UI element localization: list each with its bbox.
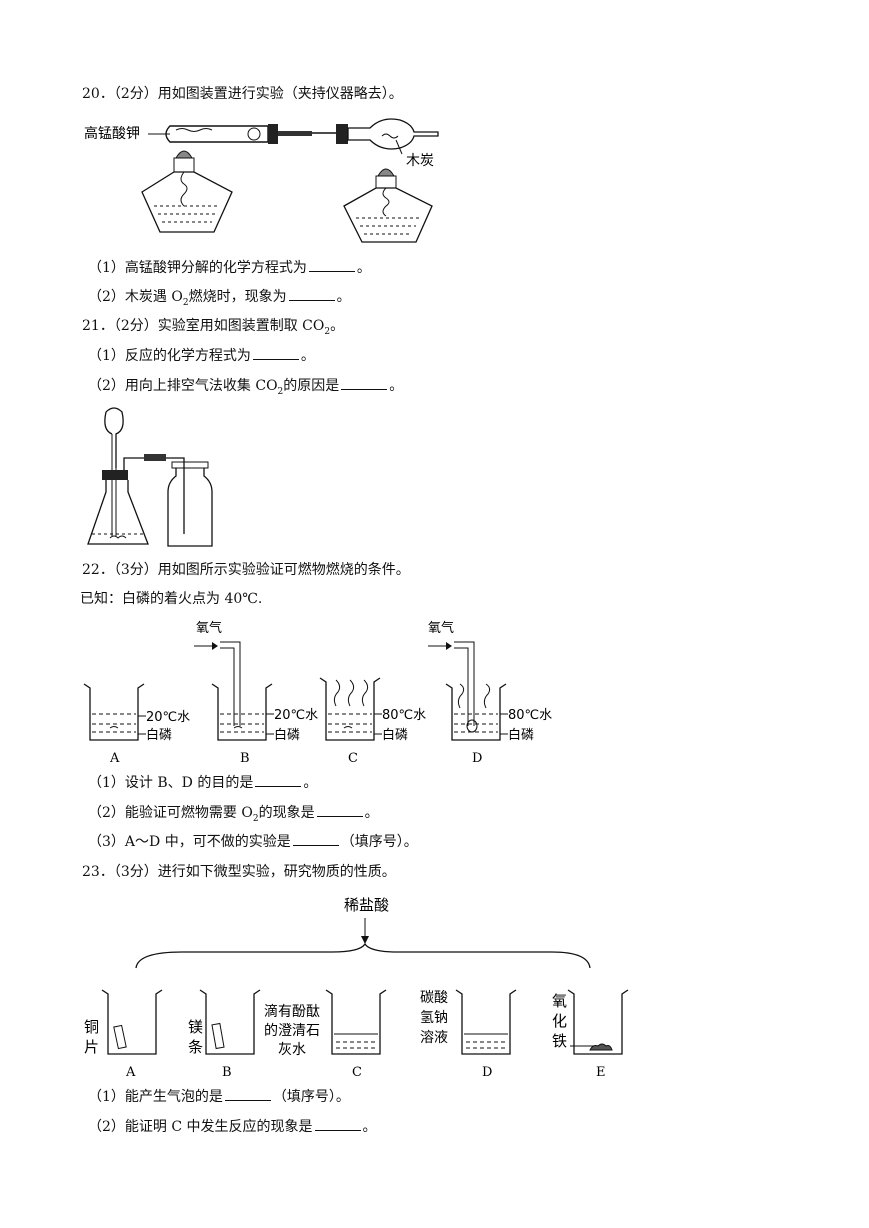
label-iron-oxide: 氧化铁 (552, 992, 567, 1050)
label-oxygen-b: 氧气 (196, 620, 222, 636)
q23-part2: （2）能证明 C 中发生反应的现象是。 (88, 1118, 377, 1135)
q23-micro-experiment-diagram: 稀盐酸 铜片 A 镁条 B 滴有酚酞的澄清石灰水 C 碳酸氢钠溶液 D 氧化铁 … (84, 896, 629, 1080)
q22-beakers-diagram: 20℃水 白磷 A 氧气 20℃水 白磷 B 80℃水 白磷 C 氧气 80℃水… (83, 620, 552, 766)
beaker-caption-b: B (240, 751, 250, 766)
q20-stem: 20．（2分）用如图装置进行实验（夹持仪器略去）。 (82, 86, 403, 102)
label-phosphorus-c: 白磷 (382, 727, 408, 743)
answer-blank[interactable] (224, 1088, 271, 1101)
answer-blank[interactable] (341, 377, 388, 390)
q20-label-charcoal: 木炭 (406, 153, 434, 169)
q20-label-kmno4: 高锰酸钾 (84, 125, 140, 142)
q22-stem: 22．（3分）用如图所示实验验证可燃物燃烧的条件。 (82, 562, 410, 578)
label-oxygen-d: 氧气 (428, 620, 454, 636)
q23-stem: 23．（3分）进行如下微型实验，研究物质的性质。 (82, 864, 396, 880)
label-phosphorus-d: 白磷 (508, 727, 534, 743)
label-water80-c: 80℃水 (382, 708, 426, 723)
q22-known: 已知：白磷的着火点为 40℃. (80, 591, 263, 607)
q21-stem: 21．（2分）实验室用如图装置制取 CO2。 (82, 318, 345, 337)
answer-blank[interactable] (255, 774, 302, 787)
beaker-caption-d: D (482, 1065, 492, 1080)
answer-blank[interactable] (288, 288, 335, 301)
q20-part1: （1）高锰酸钾分解的化学方程式为。 (88, 259, 371, 276)
label-copper: 铜片 (84, 1018, 99, 1056)
label-limewater: 滴有酚酞的澄清石灰水 (264, 1003, 320, 1058)
label-water80-d: 80℃水 (508, 708, 552, 723)
beaker-caption-e: E (596, 1065, 606, 1080)
q23-part1: （1）能产生气泡的是（填序号）。 (88, 1088, 350, 1105)
label-water20-a: 20℃水 (146, 710, 190, 725)
label-magnesium: 镁条 (188, 1018, 203, 1056)
label-water20-b: 20℃水 (274, 708, 318, 723)
q22-part2: （2）能验证可燃物需要 O2的现象是。 (88, 804, 379, 824)
q22-part1: （1）设计 B、D 的目的是。 (88, 774, 318, 791)
beaker-caption-a: A (125, 1065, 136, 1080)
q20-apparatus-diagram: 高锰酸钾 木炭 (84, 118, 439, 243)
answer-blank[interactable] (314, 1118, 361, 1131)
answer-blank[interactable] (308, 259, 355, 272)
q21-part1: （1）反应的化学方程式为。 (88, 347, 315, 364)
beaker-caption-b: B (222, 1065, 232, 1080)
beaker-caption-a: A (109, 751, 120, 766)
beaker-caption-c: C (352, 1065, 362, 1080)
q21-part2: （2）用向上排空气法收集 CO2的原因是。 (88, 377, 404, 397)
answer-blank[interactable] (252, 347, 299, 360)
q20-part2: （2）木炭遇 O2燃烧时，现象为。 (88, 288, 351, 308)
answer-blank[interactable] (292, 833, 339, 846)
label-phosphorus-b: 白磷 (274, 727, 300, 743)
label-phosphorus-a: 白磷 (146, 727, 172, 743)
answer-blank[interactable] (316, 804, 363, 817)
label-hydrochloric-acid: 稀盐酸 (344, 896, 389, 914)
beaker-caption-c: C (348, 751, 358, 766)
q21-co2-apparatus-diagram (87, 407, 213, 547)
beaker-caption-d: D (472, 751, 482, 766)
label-sodium-bicarbonate: 碳酸氢钠溶液 (420, 990, 448, 1046)
q22-part3: （3）A～D 中，可不做的实验是（填序号）。 (88, 833, 418, 850)
